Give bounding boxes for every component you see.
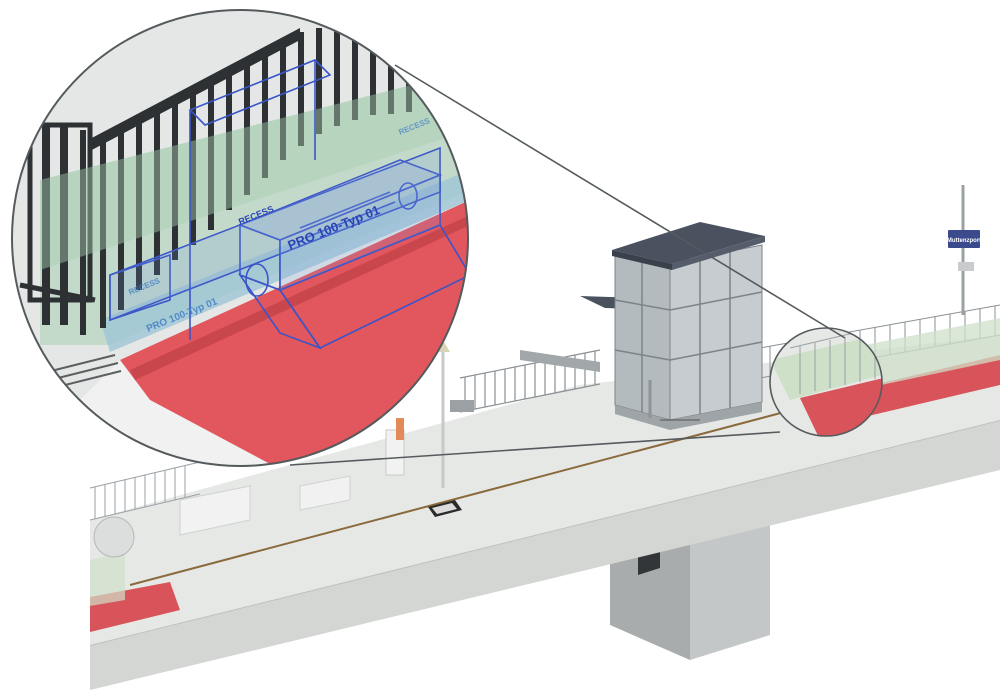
callout-line-bottom bbox=[289, 431, 781, 466]
station-sign: Muttenzport bbox=[947, 185, 981, 315]
lamp-post bbox=[436, 340, 474, 488]
glazed-wall-left bbox=[90, 552, 125, 606]
detail-circle-border bbox=[11, 9, 469, 467]
detail-source-ellipse bbox=[769, 327, 883, 437]
platform-furniture bbox=[93, 418, 405, 558]
platform-edge bbox=[90, 420, 1000, 690]
railing-left bbox=[89, 461, 201, 521]
magnified-detail: PRO 100-Typ 01 PRO 100-Typ 01 RECESS REC… bbox=[11, 9, 469, 467]
detail-glazed-wall bbox=[40, 70, 468, 345]
station-sign-text: Muttenzport bbox=[947, 238, 981, 244]
detail-bim-outlines bbox=[109, 59, 468, 350]
guide-line bbox=[129, 399, 831, 586]
platform-surface bbox=[90, 335, 1000, 645]
detail-railing bbox=[42, 28, 412, 335]
callout-line-top bbox=[394, 64, 846, 339]
